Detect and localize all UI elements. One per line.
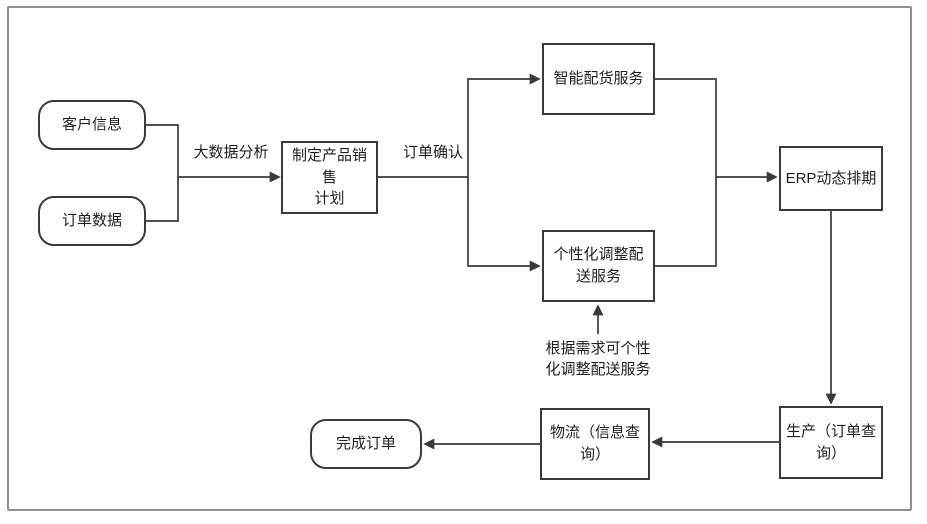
node-smart-distribution: 智能配货服务 bbox=[542, 43, 655, 115]
edge-label-order-confirmation: 订单确认 bbox=[402, 144, 463, 161]
node-production: 生产（订单查 询） bbox=[779, 406, 883, 479]
edge-label-personalization-note: 根据需求可个性 化调整配送服务 bbox=[545, 340, 651, 378]
node-personalized-delivery: 个性化调整配 送服务 bbox=[542, 230, 655, 302]
node-complete-order: 完成订单 bbox=[310, 419, 422, 469]
node-erp-scheduling: ERP动态排期 bbox=[779, 146, 883, 211]
node-logistics: 物流（信息查 询） bbox=[540, 408, 650, 480]
diagram-frame bbox=[7, 6, 912, 511]
node-order-data: 订单数据 bbox=[38, 196, 146, 246]
node-sales-plan: 制定产品销售 计划 bbox=[281, 141, 378, 214]
edge-label-big-data-analysis: 大数据分析 bbox=[193, 144, 269, 161]
node-customer-info: 客户信息 bbox=[38, 100, 146, 150]
